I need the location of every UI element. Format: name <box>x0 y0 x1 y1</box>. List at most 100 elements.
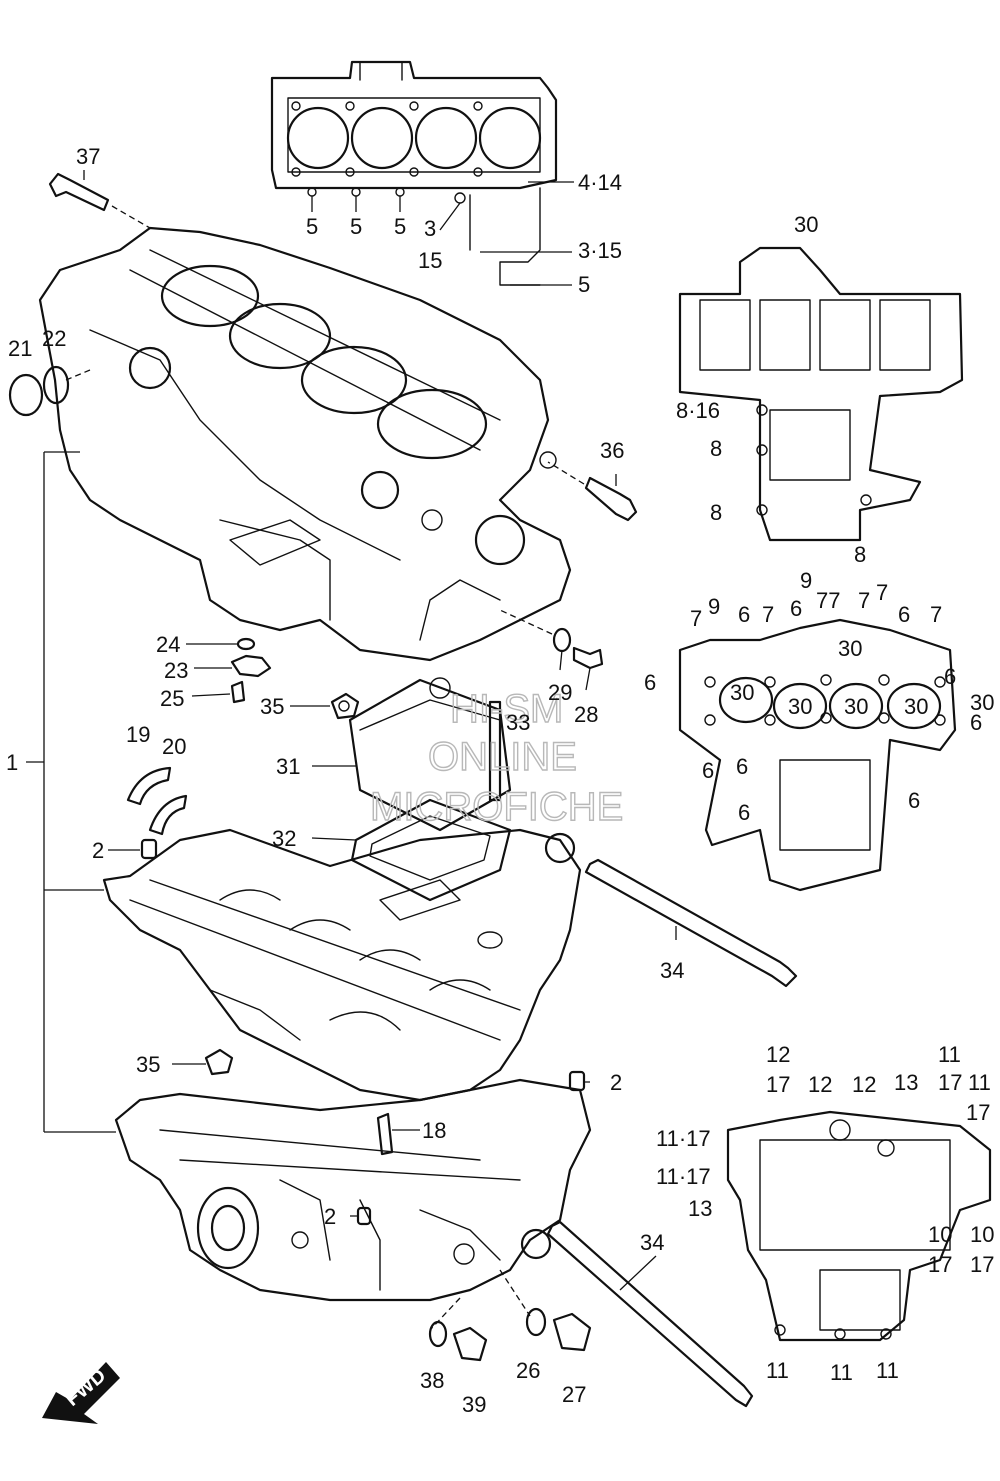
label-6i: 6 <box>738 800 750 825</box>
label-32: 32 <box>272 826 296 851</box>
label-2b: 2 <box>610 1070 622 1095</box>
dowel-2a-drawing <box>140 838 158 860</box>
label-23: 23 <box>164 658 188 683</box>
watermark-line1: HI-SM <box>450 687 563 731</box>
label-10b: 10 <box>970 1222 994 1247</box>
lower-crankcase-drawing <box>114 1078 592 1302</box>
label-13b: 13 <box>688 1196 712 1221</box>
label-34a: 34 <box>660 958 684 983</box>
label-8b: 8 <box>710 500 722 525</box>
label-6g: 6 <box>702 758 714 783</box>
label-11c: 11 <box>766 1358 789 1383</box>
label-12a: 12 <box>766 1042 790 1067</box>
label-7d: 7 <box>876 580 888 605</box>
label-37: 37 <box>76 144 100 169</box>
label-5c: 5 <box>394 214 406 239</box>
label-6f: 6 <box>970 710 982 735</box>
label-5d: 5 <box>578 272 590 297</box>
label-20: 20 <box>162 734 186 759</box>
label-8a: 8 <box>710 436 722 461</box>
cylinder-head-gasket-drawing <box>270 60 574 286</box>
label-6d: 6 <box>644 670 656 695</box>
label-11b: 11 <box>968 1070 991 1095</box>
bolt-28-drawing <box>499 609 604 670</box>
label-6j: 6 <box>908 788 920 813</box>
label-31: 31 <box>276 754 300 779</box>
label-25: 25 <box>160 686 184 711</box>
long-bolt-34b-drawing <box>546 1220 754 1408</box>
middle-case-face-view <box>678 618 957 892</box>
label-17e: 17 <box>970 1252 994 1277</box>
label-34b: 34 <box>640 1230 664 1255</box>
label-29: 29 <box>548 680 572 705</box>
label-7a: 7 <box>690 606 702 631</box>
label-12b: 12 <box>808 1072 832 1097</box>
label-39: 39 <box>462 1392 486 1417</box>
label-6a: 6 <box>738 602 750 627</box>
watermark-line2: ONLINE <box>428 735 577 779</box>
fwd-arrow: FWD <box>42 1362 120 1424</box>
label-11e: 11 <box>876 1358 899 1383</box>
bolt-36-drawing <box>547 461 638 522</box>
oil-jet-drawing <box>230 637 272 704</box>
label-5b: 5 <box>350 214 362 239</box>
part-1-bracket <box>26 451 116 1133</box>
label-30c: 30 <box>788 694 812 719</box>
lower-case-face-view <box>726 1110 992 1342</box>
label-7c: 7 <box>858 588 870 613</box>
label-13a: 13 <box>894 1070 918 1095</box>
upper-crankcase-drawing <box>38 226 572 662</box>
nut-35b-drawing <box>204 1048 234 1076</box>
label-30a: 30 <box>838 636 862 661</box>
label-4-14: 4·14 <box>578 170 622 195</box>
dowel-2b-drawing <box>568 1070 586 1092</box>
middle-crankcase-drawing <box>102 828 582 1102</box>
watermark-line3: MICROFICHE <box>370 785 623 829</box>
label-1: 1 <box>6 750 18 775</box>
label-11a: 11 <box>938 1042 961 1067</box>
label-30-top: 30 <box>794 212 818 237</box>
label-10a: 10 <box>928 1222 952 1247</box>
label-30e: 30 <box>904 694 928 719</box>
label-9b: 9 <box>708 594 720 619</box>
label-24: 24 <box>156 632 180 657</box>
label-17b: 17 <box>938 1070 962 1095</box>
label-35b: 35 <box>136 1052 160 1077</box>
label-17a: 17 <box>766 1072 790 1097</box>
long-bolt-34a-drawing <box>584 858 798 988</box>
label-3: 3 <box>424 216 436 241</box>
label-30b: 30 <box>730 680 754 705</box>
callout-labels: 37 1 21 22 36 24 23 25 35 29 28 19 20 2 … <box>6 144 994 1417</box>
upper-case-face-view <box>678 246 964 542</box>
label-26: 26 <box>516 1358 540 1383</box>
label-6e: 6 <box>944 664 956 689</box>
label-6b: 6 <box>790 596 802 621</box>
label-8-16: 8·16 <box>676 398 720 423</box>
label-36: 36 <box>600 438 624 463</box>
label-17c: 17 <box>966 1100 990 1125</box>
label-33: 33 <box>506 710 530 735</box>
label-77: 77 <box>816 588 840 613</box>
label-6h: 6 <box>736 754 748 779</box>
label-11-17b: 11·17 <box>656 1164 711 1189</box>
thrust-washer-drawing <box>126 766 188 836</box>
label-8c: 8 <box>854 542 866 567</box>
label-30d: 30 <box>844 694 868 719</box>
label-22: 22 <box>42 326 66 351</box>
label-2a: 2 <box>92 838 104 863</box>
label-38: 38 <box>420 1368 444 1393</box>
bolt-37-drawing <box>48 172 151 229</box>
label-7b: 7 <box>762 602 774 627</box>
label-3-15: 3·15 <box>578 238 622 263</box>
label-19: 19 <box>126 722 150 747</box>
plug-21-drawing <box>8 365 91 417</box>
label-17d: 17 <box>928 1252 952 1277</box>
label-35a: 35 <box>260 694 284 719</box>
watermark: HI-SM ONLINE MICROFICHE <box>369 686 624 829</box>
label-30f: 30 <box>970 690 994 715</box>
label-18: 18 <box>422 1118 446 1143</box>
label-12c: 12 <box>852 1072 876 1097</box>
label-11d: 11 <box>830 1360 853 1385</box>
label-21: 21 <box>8 336 32 361</box>
